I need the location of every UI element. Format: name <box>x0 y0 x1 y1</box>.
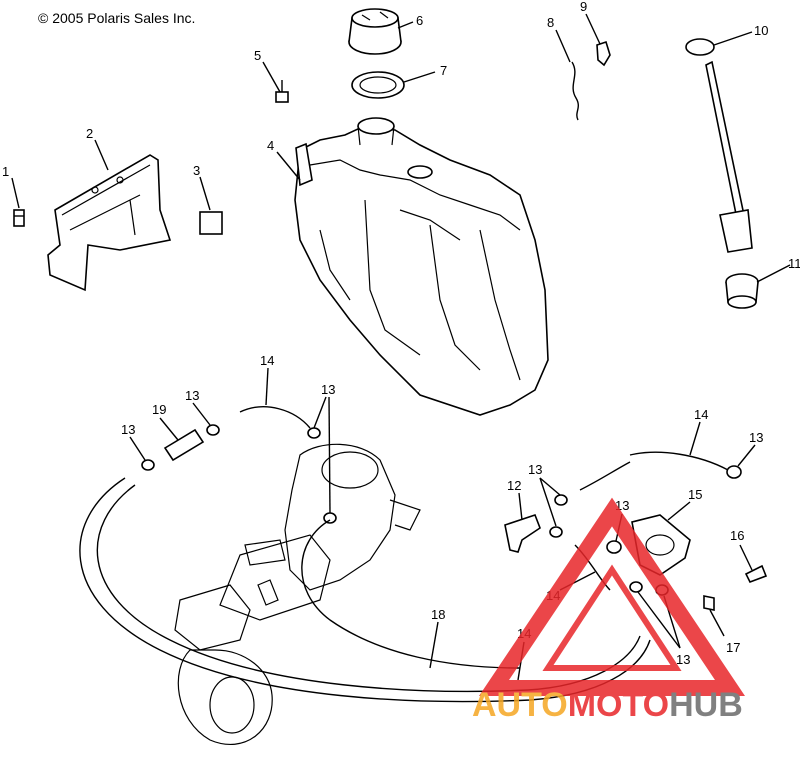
callout-labels: 1 2 3 4 5 6 7 8 9 10 11 12 13 13 13 13 1… <box>2 0 800 667</box>
hose-14-d <box>579 461 631 491</box>
callout-14-a: 14 <box>260 353 274 368</box>
watermark-inner-triangle-icon <box>542 564 682 671</box>
fuel-sender <box>685 38 753 253</box>
fuel-line-return <box>301 519 521 669</box>
callout-4: 4 <box>267 138 274 153</box>
cap-gasket <box>351 71 405 99</box>
engine-frame-outline <box>174 443 421 745</box>
hose-14-a <box>239 406 311 429</box>
tee-fitting <box>504 513 541 553</box>
clip-17 <box>703 595 715 611</box>
callout-11: 11 <box>788 256 800 271</box>
callout-19: 19 <box>152 402 166 417</box>
watermark: AUTOMOTOHUB <box>472 497 745 724</box>
watermark-logo: AUTOMOTOHUB <box>472 686 743 724</box>
callout-13-g: 13 <box>676 652 690 667</box>
callout-10: 10 <box>754 23 768 38</box>
callout-13-b: 13 <box>185 388 199 403</box>
callout-15: 15 <box>688 487 702 502</box>
tank-bracket <box>47 154 172 292</box>
screw-1 <box>13 209 25 227</box>
callout-6: 6 <box>416 13 423 28</box>
callout-2: 2 <box>86 126 93 141</box>
callout-1: 1 <box>2 164 9 179</box>
callout-14-b: 14 <box>694 407 708 422</box>
callout-12: 12 <box>507 478 521 493</box>
callout-13-e: 13 <box>528 462 542 477</box>
callout-13-c: 13 <box>321 382 335 397</box>
callout-13-d: 13 <box>749 430 763 445</box>
fuel-tank <box>294 117 549 416</box>
callout-7: 7 <box>440 63 447 78</box>
callout-9: 9 <box>580 0 587 14</box>
callout-16: 16 <box>730 528 744 543</box>
callout-3: 3 <box>193 163 200 178</box>
screw-5 <box>275 80 289 103</box>
hose-14-b <box>629 451 729 471</box>
callout-8: 8 <box>547 15 554 30</box>
callout-5: 5 <box>254 48 261 63</box>
vent-fitting <box>596 40 611 67</box>
grommet <box>725 273 759 309</box>
callout-17: 17 <box>726 640 740 655</box>
copyright-notice: © 2005 Polaris Sales Inc. <box>38 10 196 26</box>
fuel-filter <box>163 428 205 462</box>
fuel-cap <box>348 8 402 55</box>
watermark-triangle-icon <box>479 497 745 696</box>
vent-hose <box>571 61 579 121</box>
callout-13-a: 13 <box>121 422 135 437</box>
callout-18: 18 <box>431 607 445 622</box>
bracket-pad <box>199 211 223 235</box>
screw-16 <box>744 564 768 584</box>
